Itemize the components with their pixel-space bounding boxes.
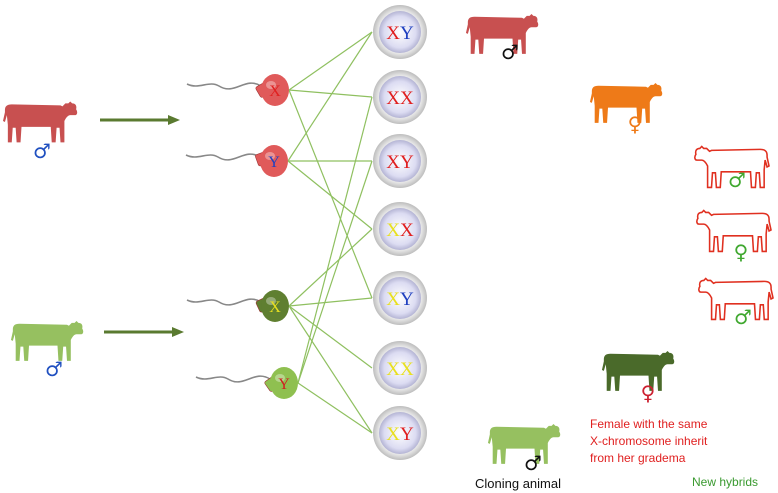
cell: XX: [373, 70, 427, 124]
green-bull: [10, 320, 84, 361]
cell: XY: [373, 406, 427, 460]
sperm-tail: [195, 375, 271, 383]
cell-nucleus: [379, 140, 421, 182]
cell: XY: [373, 271, 427, 325]
sperm-head: [260, 145, 288, 177]
sperm-tail: [186, 298, 262, 306]
cross-line: [288, 305, 373, 434]
cross-line: [288, 305, 373, 369]
sperm: X: [186, 74, 289, 106]
female-symbol-icon: ♀: [734, 240, 749, 264]
sperm-head: [261, 290, 289, 322]
cell: XX: [373, 341, 427, 395]
sperm-letter: Y: [268, 154, 280, 171]
cell-column: XY XX XY XX XY XX XY: [373, 5, 427, 460]
cell-nucleus: [379, 76, 421, 118]
cross-line: [288, 31, 373, 91]
cell-genotype: XY: [386, 23, 414, 44]
male-symbol-icon: ♂: [501, 40, 519, 64]
male-symbol-icon: ♂: [728, 168, 746, 192]
cloning-label: Cloning animal: [475, 476, 561, 491]
sperm-tail: [185, 153, 261, 161]
sperm-letter: Y: [278, 376, 290, 393]
sperm-tail: [186, 82, 262, 90]
cell-nucleus: [379, 277, 421, 319]
male-symbol-icon: ♂: [33, 139, 51, 163]
cell-genotype: XY: [386, 424, 414, 445]
sex-symbols: ♂ ♂ ♂ ♀ ♂ ♀ ♂ ♀ ♂: [33, 40, 752, 475]
cross-lines: [287, 31, 373, 434]
new-hybrids-label: New hybrids: [692, 475, 758, 489]
cross-line: [288, 89, 373, 98]
dark-green-cow: [601, 350, 675, 391]
cross-line: [297, 382, 373, 434]
cross-line: [288, 297, 373, 307]
female-note: Female with the same X-chromosome inheri…: [590, 417, 708, 465]
sperm-letter: X: [269, 83, 281, 100]
cross-line: [288, 89, 373, 299]
male-symbol-icon: ♂: [734, 305, 752, 329]
orange-cow: [589, 82, 663, 123]
red-bull: [2, 101, 78, 143]
male-symbol-icon: ♂: [45, 357, 63, 381]
arrow: [104, 327, 184, 337]
female-symbol-icon: ♀: [628, 112, 643, 136]
cell-nucleus: [379, 412, 421, 454]
sperm-head: [270, 367, 298, 399]
cell-genotype: XX: [386, 359, 414, 380]
cell-genotype: XX: [386, 220, 414, 241]
cell-genotype: XX: [386, 88, 414, 109]
cell-nucleus: [379, 347, 421, 389]
cell: XX: [373, 202, 427, 256]
arrows: [100, 115, 184, 337]
cross-line: [287, 160, 373, 230]
cell-genotype: XY: [386, 152, 414, 173]
sperm-letter: X: [269, 299, 281, 316]
female-note-line-2: X-chromosome inherit: [590, 434, 708, 448]
female-note-line-3: from her gradema: [590, 451, 686, 465]
sperm-group: X Y X Y: [185, 74, 298, 399]
sperm: Y: [195, 367, 298, 399]
cell-nucleus: [379, 208, 421, 250]
cell-nucleus: [379, 11, 421, 53]
sperm: X: [186, 290, 289, 322]
male-symbol-icon: ♂: [524, 451, 542, 475]
cross-line: [287, 31, 373, 162]
cross-line: [297, 160, 373, 384]
cell: XY: [373, 5, 427, 59]
sperm-head: [261, 74, 289, 106]
cell-genotype: XY: [386, 289, 414, 310]
arrow: [100, 115, 180, 125]
sperm: Y: [185, 145, 288, 177]
cross-line: [297, 96, 373, 384]
female-symbol-icon: ♀: [641, 381, 656, 405]
cross-line: [288, 228, 373, 307]
cell: XY: [373, 134, 427, 188]
female-note-line-1: Female with the same: [590, 417, 708, 431]
